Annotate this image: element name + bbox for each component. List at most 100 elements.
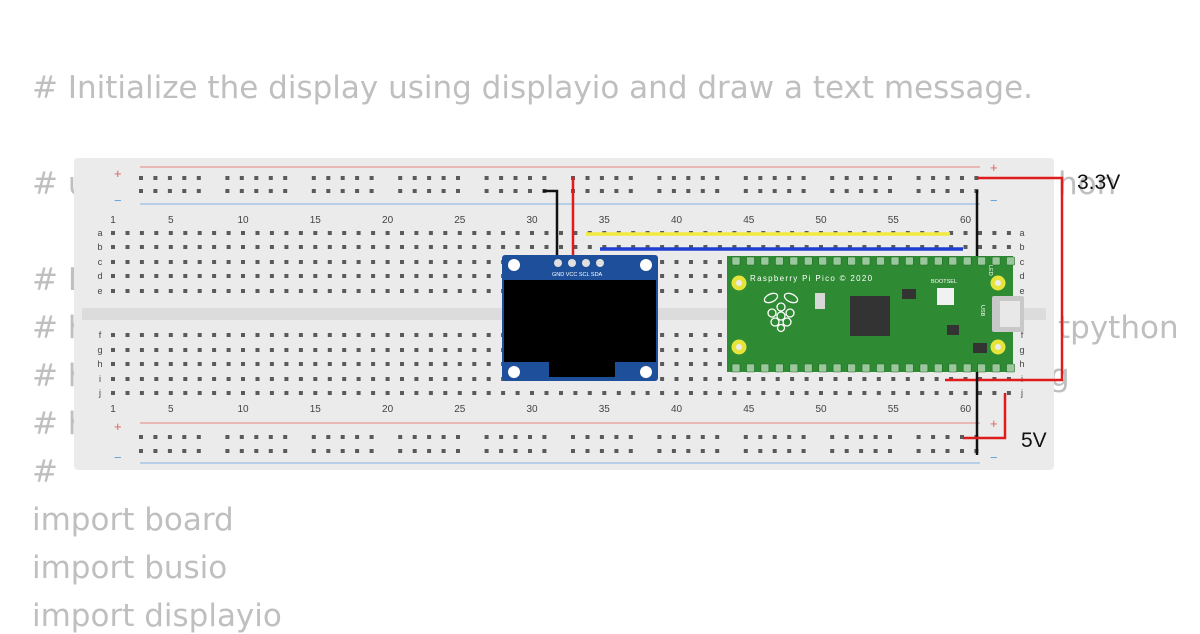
breadboard-hole [428,391,433,395]
breadboard-hole [544,245,549,249]
breadboard-hole [284,348,289,352]
breadboard-hole [284,289,289,293]
breadboard-hole [371,377,376,381]
breadboard-hole [168,333,173,337]
breadboard-hole [428,245,433,249]
row-letter: f [99,330,102,340]
rail-hole [513,435,518,439]
rail-hole [787,449,792,453]
rail-hole [369,176,374,180]
rail-hole [888,449,892,453]
column-number: 1 [110,404,116,415]
rail-hole [528,189,532,193]
bottom-right-plus: + [990,416,998,431]
rail-hole [412,176,417,180]
rail-hole [484,449,489,453]
breadboard-hole [443,274,448,278]
rail-hole [743,176,748,180]
rail-hole [916,449,921,453]
breadboard-hole [501,245,506,249]
rail-hole [628,435,633,439]
breadboard-hole [183,362,188,366]
pico-pin [847,256,856,266]
breadboard-hole [241,274,245,278]
breadboard-hole [154,289,159,293]
breadboard-hole [486,274,491,278]
rail-hole [599,176,604,180]
breadboard-hole [963,245,968,249]
rail-hole [844,176,849,180]
breadboard-hole [125,274,130,278]
breadboard-hole [298,289,303,293]
column-number: 25 [454,404,466,415]
rail-hole [715,449,720,453]
breadboard-hole [428,260,433,264]
breadboard-hole [255,362,260,366]
breadboard-hole [515,245,520,249]
pico-pin [1006,363,1015,373]
rail-hole [398,435,403,439]
breadboard-hole [111,245,115,249]
rail-hole [369,435,374,439]
wires [543,176,1064,455]
rail-hole [355,435,360,439]
breadboard-hole [472,260,477,264]
breadboard-hole [226,274,231,278]
rail-hole [844,449,849,453]
breadboard-hole [544,391,549,395]
column-number: 35 [599,404,611,415]
oled-mount-hole-bl [508,366,520,378]
breadboard-hole [313,391,318,395]
rail-hole [513,189,518,193]
breadboard-hole [255,348,260,352]
top-right-minus: − [990,193,998,208]
rail-hole [960,176,964,180]
breadboard-hole [313,274,318,278]
breadboard-hole [327,377,332,381]
breadboard-hole [226,333,231,337]
breadboard-hole [342,231,347,235]
pico-pin [890,256,900,266]
breadboard-hole [486,289,491,293]
rail-hole [513,449,518,453]
breadboard-hole [472,289,477,293]
rail-hole [931,449,936,453]
breadboard-hole [154,231,159,235]
breadboard-hole [486,231,491,235]
breadboard-hole [125,289,130,293]
breadboard-hole [905,377,910,381]
pico-pin [847,363,856,373]
breadboard-hole [804,245,809,249]
breadboard-hole [472,245,477,249]
breadboard-hole [472,348,477,352]
breadboard-hole [949,231,954,235]
rail-hole [715,176,720,180]
column-number: 15 [310,215,322,226]
breadboard-hole [934,377,939,381]
rail-hole [239,189,244,193]
breadboard-hole [371,333,376,337]
code-fragment-2: tpython [1058,310,1179,346]
rail-hole [700,189,705,193]
rail-hole [628,176,633,180]
rail-hole [139,449,143,453]
rail-hole [153,189,158,193]
rail-hole [196,435,201,439]
column-number: 45 [743,404,755,415]
breadboard-hole [978,391,982,395]
breadboard-hole [443,391,448,395]
breadboard-hole [226,391,231,395]
breadboard-hole [703,274,708,278]
breadboard-hole [342,289,347,293]
rail-hole [830,176,835,180]
breadboard-hole [371,260,376,264]
breadboard-hole [197,362,202,366]
rail-hole [412,435,417,439]
rail-hole [340,189,345,193]
breadboard-hole [212,245,217,249]
breadboard-hole [443,348,448,352]
row-letter: d [97,271,102,281]
breadboard-hole [717,289,722,293]
